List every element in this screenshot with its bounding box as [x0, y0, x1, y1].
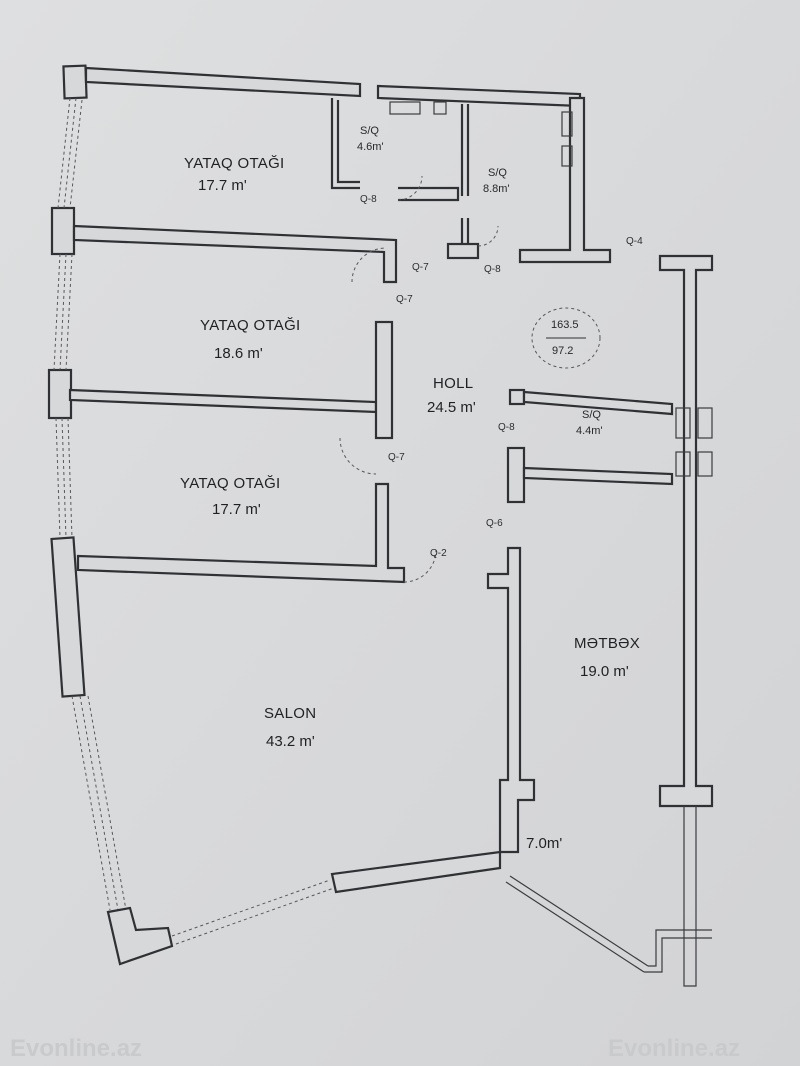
holl-area: 24.5 m' [427, 399, 476, 416]
door-code-q8-b: Q-8 [484, 264, 501, 275]
bath-small-name: S/Q [360, 125, 379, 137]
bath-small-area: 4.6m' [357, 141, 384, 153]
bedroom-bottom-name: YATAQ OTAĞI [180, 475, 281, 492]
bedroom-top-name: YATAQ OTAĞI [184, 155, 285, 172]
kitchen-name: MƏTBƏX [574, 635, 640, 652]
door-code-q7-c: Q-7 [388, 452, 405, 463]
door-code-q7-a: Q-7 [412, 262, 429, 273]
bath-right-name: S/Q [488, 167, 507, 179]
right-walls [106, 254, 714, 987]
watermark-right: Evonline.az [608, 1035, 740, 1062]
kitchen-area: 19.0 m' [580, 663, 629, 680]
door-code-q8-c: Q-8 [498, 422, 515, 433]
balcony-area: 7.0m' [526, 835, 562, 852]
bedroom-bottom-area: 17.7 m' [212, 501, 261, 518]
area-totals [531, 307, 601, 369]
watermark-left: Evonline.az [10, 1035, 142, 1062]
bathroom-block [330, 98, 573, 260]
door-code-q2: Q-2 [430, 548, 447, 559]
bath-holl-area: 4.4m' [576, 425, 603, 437]
bedroom-mid-area: 18.6 m' [214, 345, 263, 362]
door-code-q8-a: Q-8 [360, 194, 377, 205]
bath-holl-name: S/Q [582, 409, 601, 421]
bedroom-walls [68, 224, 437, 584]
salon-area: 43.2 m' [266, 733, 315, 750]
area-living: 97.2 [552, 345, 573, 357]
door-code-q6: Q-6 [486, 518, 503, 529]
bath-right-area: 8.8m' [483, 183, 510, 195]
salon-name: SALON [264, 705, 316, 722]
holl-name: HOLL [433, 375, 473, 392]
top-wall [84, 66, 612, 264]
door-code-q7-b: Q-7 [396, 294, 413, 305]
area-total: 163.5 [551, 319, 579, 331]
door-code-q4: Q-4 [626, 236, 643, 247]
bedroom-mid-name: YATAQ OTAĞI [200, 317, 301, 334]
bedroom-top-area: 17.7 m' [198, 177, 247, 194]
